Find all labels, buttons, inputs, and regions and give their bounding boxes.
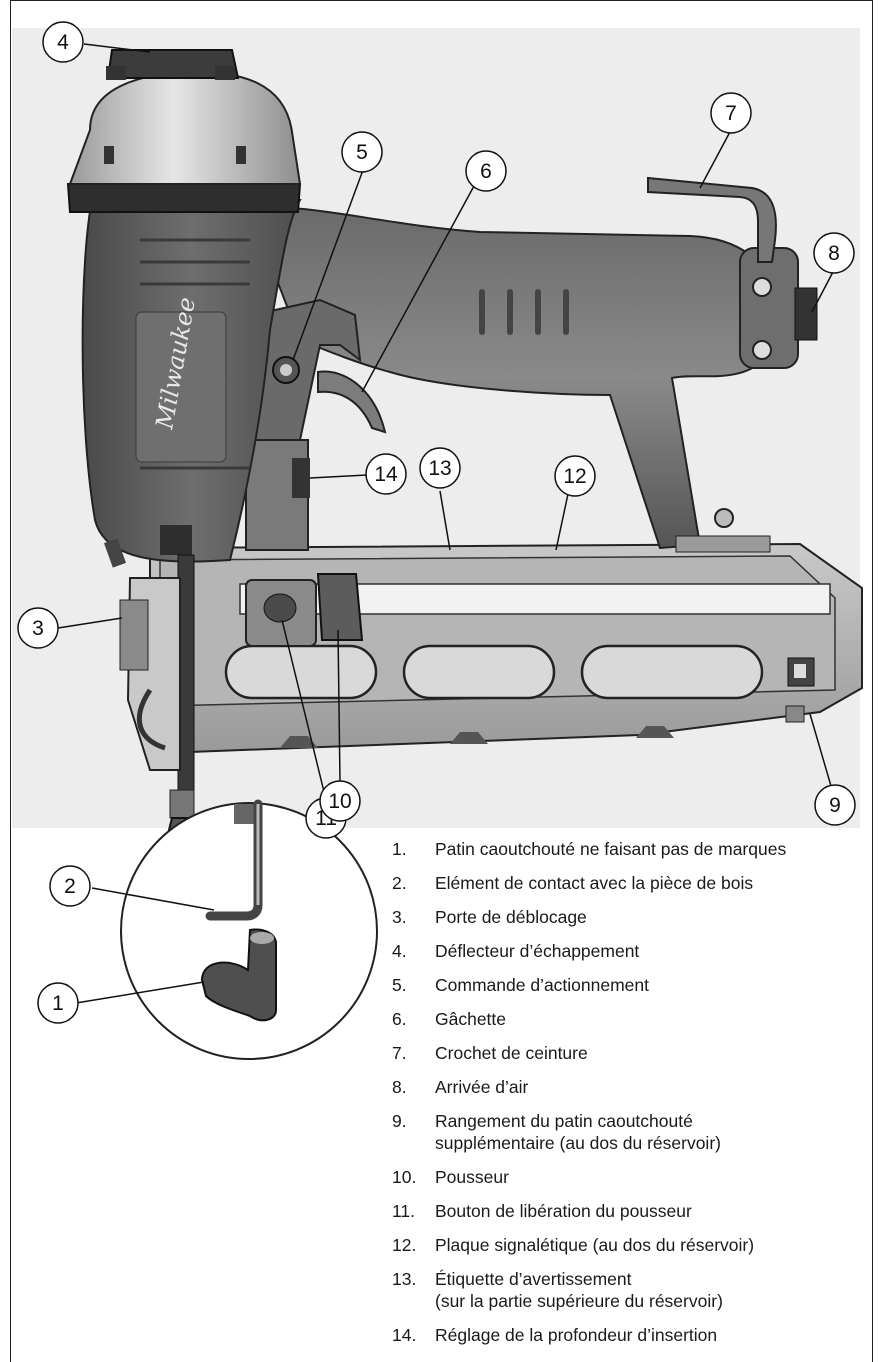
legend-item: 7.Crochet de ceinture [392,1043,588,1063]
callout-2: 2 [49,865,91,907]
svg-text:14: 14 [374,463,398,486]
svg-text:7: 7 [725,102,737,125]
legend-item: 13.Étiquette d’avertissement(sur la part… [392,1269,723,1311]
detail-inset [120,799,378,1060]
handle [248,206,818,553]
svg-text:1: 1 [52,992,64,1015]
legend-item: 11.Bouton de libération du pousseur [392,1201,692,1221]
callout-10: 10 [319,780,361,822]
page-frame [10,0,873,1362]
legend-item: 4.Déflecteur d’échappement [392,941,640,961]
callout-14: 14 [365,453,407,495]
svg-text:2: 2 [64,875,76,898]
legend-item: 6.Gâchette [392,1009,507,1029]
belt-hook [647,176,777,263]
motor-housing: Milwaukee [66,49,302,563]
svg-text:3: 3 [32,617,44,640]
legend-item: 12.Plaque signalétique (au dos du réserv… [392,1235,755,1255]
magazine [149,542,863,754]
svg-text:9: 9 [829,794,841,817]
svg-text:12: 12 [563,465,586,488]
callout-3: 3 [17,607,59,649]
callout-6: 6 [465,150,507,192]
legend-item: 5.Commande d’actionnement [392,975,650,995]
svg-text:6: 6 [480,160,492,183]
svg-text:10: 10 [328,790,351,813]
legend-item: 3.Porte de déblocage [392,907,587,927]
legend-item: 10.Pousseur [392,1167,509,1187]
svg-text:4: 4 [57,31,69,54]
legend-item: 1.Patin caoutchouté ne faisant pas de ma… [392,839,787,859]
callout-lines [57,43,835,1004]
legend-item: 2.Elément de contact avec la pièce de bo… [392,873,754,893]
callout-9: 9 [814,784,856,826]
callout-5: 5 [341,131,383,173]
parts-legend: 1.Patin caoutchouté ne faisant pas de ma… [392,838,872,1346]
callout-4: 4 [42,21,84,63]
callout-1: 1 [37,982,79,1024]
svg-text:13: 13 [428,457,451,480]
legend-item: 8.Arrivée d’air [392,1077,529,1097]
callout-8: 8 [813,232,855,274]
callout-12: 12 [554,455,596,497]
callout-13: 13 [419,447,461,489]
callout-7: 7 [710,92,752,134]
legend-item: 14.Réglage de la profondeur d’insertion [392,1325,718,1345]
svg-text:5: 5 [356,141,368,164]
svg-text:8: 8 [828,242,840,265]
depth-adjust [245,439,310,551]
